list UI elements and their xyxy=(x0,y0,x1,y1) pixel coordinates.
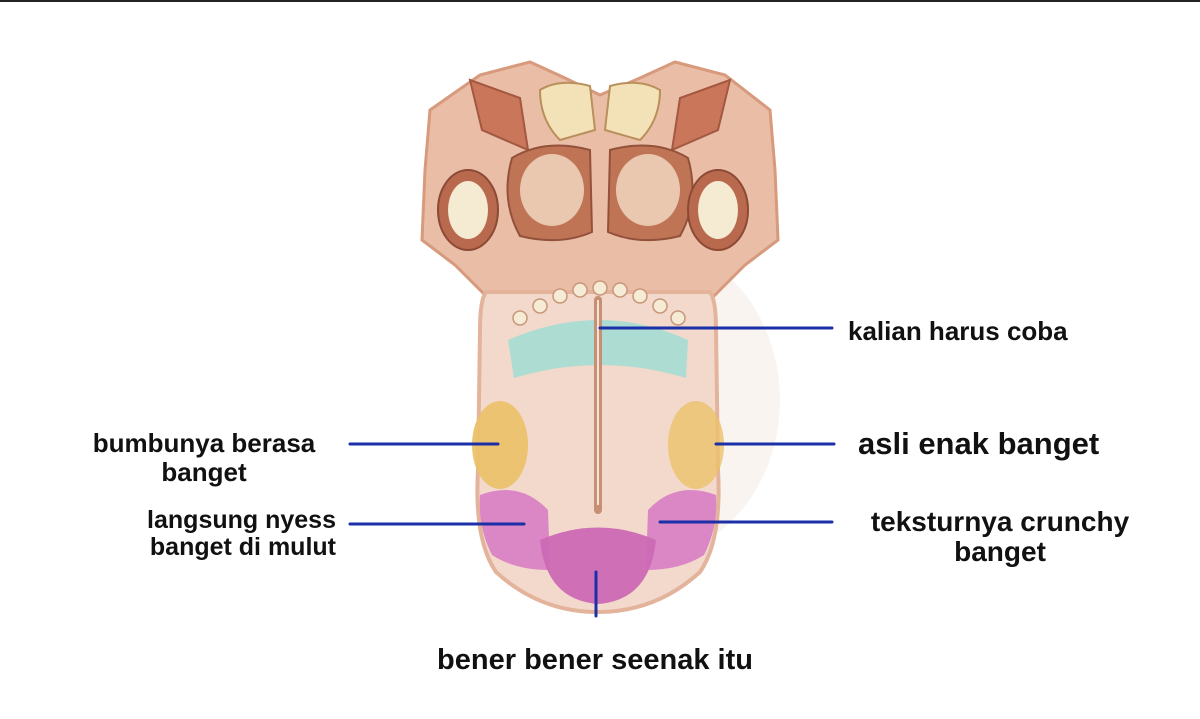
side-gland-left-inner xyxy=(448,181,488,239)
zone-left-pink xyxy=(479,490,550,570)
label-right-low: teksturnya crunchy banget xyxy=(870,506,1130,568)
side-gland-right-inner xyxy=(698,181,738,239)
zone-left-yellow xyxy=(472,401,528,489)
label-right-mid: asli enak banget xyxy=(858,426,1100,461)
label-bottom: bener bener seenak itu xyxy=(437,644,753,676)
vallate-papillae-row xyxy=(512,280,686,326)
upper-lobe-left xyxy=(538,81,597,142)
zone-tip-pink xyxy=(540,527,656,604)
label-left-low: langsung nyess banget di mulut xyxy=(147,506,336,561)
upper-lobe-right xyxy=(603,81,662,142)
zone-right-yellow xyxy=(668,401,724,489)
zone-right-pink xyxy=(646,490,717,570)
tonsil-texture-left xyxy=(520,154,584,226)
label-left-mid: bumbunya berasa banget xyxy=(92,428,316,488)
tonsil-texture-right xyxy=(616,154,680,226)
label-top-right: kalian harus coba xyxy=(848,316,1068,346)
top-border-rule xyxy=(0,0,1200,2)
leader-lines xyxy=(348,326,836,618)
